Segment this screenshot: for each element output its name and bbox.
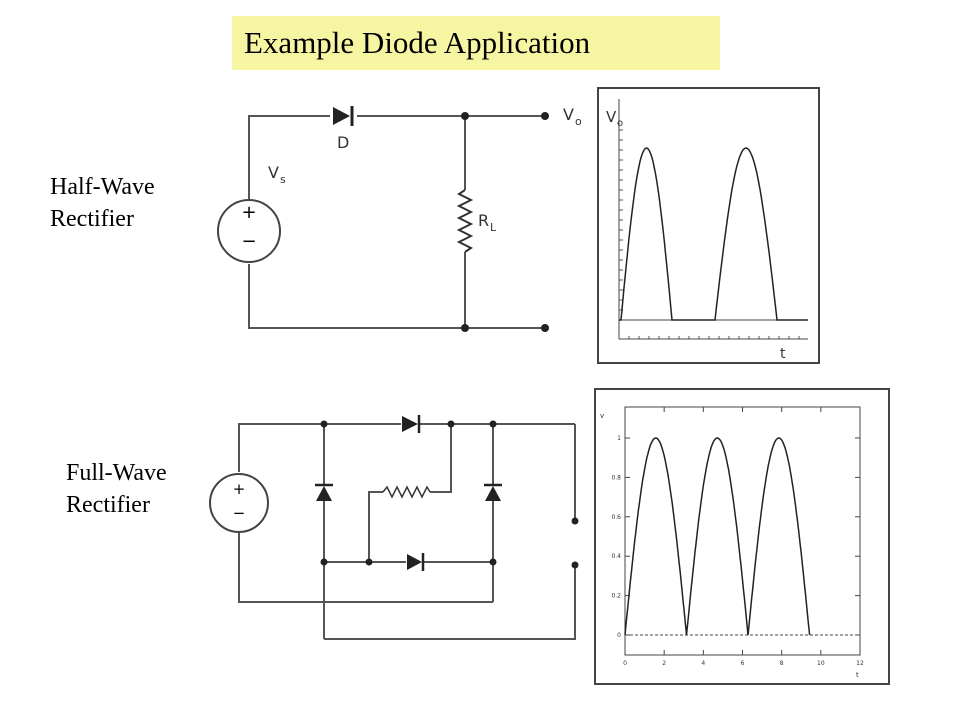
output-subscript: o: [575, 115, 582, 128]
y-tick-label: 0.8: [611, 474, 621, 481]
half-wave-label: Half-Wave Rectifier: [50, 171, 155, 235]
x-tick-label: 4: [701, 660, 705, 667]
y-tick-label: 0.4: [611, 553, 621, 560]
full-wave-x-tick-labels: 0 2 4 6 8 10 12: [623, 660, 864, 667]
half-wave-output-curve: [619, 147, 808, 321]
wire: [238, 533, 493, 603]
junction-dot: [461, 324, 469, 332]
diode-icon: [407, 554, 422, 570]
half-wave-label-line2: Rectifier: [50, 206, 134, 232]
half-wave-tick-marks: [619, 129, 800, 339]
fw-plot-y-label: v: [600, 412, 604, 420]
wire: [324, 565, 576, 640]
source-minus: −: [233, 504, 246, 522]
resistor-subscript: L: [490, 221, 497, 234]
full-wave-y-tick-labels: 0 0.2 0.4 0.6 0.8 1: [611, 435, 621, 639]
junction-dot: [447, 420, 455, 428]
junction-dot: [320, 420, 328, 428]
full-wave-label-line1: Full-Wave: [66, 460, 167, 486]
full-wave-label-line2: Rectifier: [66, 492, 150, 518]
full-wave-output-curve: [624, 437, 811, 636]
plot-y-subscript: o: [617, 118, 623, 129]
wire: [248, 264, 545, 329]
source-label: V: [268, 163, 279, 182]
full-wave-tick-marks: [624, 407, 861, 655]
resistor-label: R: [478, 211, 489, 230]
diode-icon: [316, 486, 332, 501]
x-tick-label: 6: [741, 660, 745, 667]
half-wave-circuit: [248, 115, 545, 329]
output-terminal: [541, 324, 549, 332]
full-wave-plot-frame: [594, 388, 890, 685]
wire: [368, 491, 383, 562]
fw-plot-x-label: t: [856, 671, 859, 679]
resistor-icon: [456, 189, 474, 253]
diode-icon: [485, 486, 501, 501]
y-tick-label: 0.6: [611, 514, 621, 521]
junction-dot: [365, 558, 373, 566]
junction-dots: [320, 420, 579, 569]
source-subscript: s: [280, 173, 286, 186]
x-tick-label: 2: [662, 660, 666, 667]
output-terminal: [571, 517, 579, 525]
plot-x-label: t: [780, 346, 786, 362]
full-wave-circuit: [238, 423, 576, 640]
x-tick-label: 12: [856, 660, 864, 667]
output-terminal: [541, 112, 549, 120]
load-resistor-icon: [382, 485, 431, 499]
title-banner: Example Diode Application: [232, 16, 720, 70]
x-tick-label: 10: [817, 660, 825, 667]
voltage-source-icon: [217, 199, 281, 263]
junction-dot: [461, 112, 469, 120]
wire: [430, 424, 452, 493]
output-terminal: [571, 561, 579, 569]
x-tick-label: 8: [780, 660, 784, 667]
half-wave-plot-frame: [597, 87, 820, 364]
source-plus: +: [233, 480, 246, 498]
plot-y-label: V: [606, 108, 617, 126]
page-title: Example Diode Application: [244, 25, 591, 60]
wire: [238, 423, 401, 472]
diode-icon: [402, 416, 418, 432]
source-minus: −: [241, 231, 256, 252]
junction-dot: [320, 558, 328, 566]
y-tick-label: 0.2: [611, 593, 621, 600]
y-tick-label: 1: [617, 435, 621, 442]
diode-icon: [333, 107, 350, 125]
y-tick-label: 0: [617, 632, 621, 639]
diode-label: D: [337, 133, 349, 152]
voltage-source-icon: [209, 473, 269, 533]
x-tick-label: 0: [623, 660, 627, 667]
source-plus: +: [241, 202, 256, 223]
wire: [248, 115, 330, 199]
half-wave-label-line1: Half-Wave: [50, 174, 155, 200]
junction-dot: [489, 420, 497, 428]
junction-dot: [489, 558, 497, 566]
output-label: V: [563, 105, 574, 124]
full-wave-label: Full-Wave Rectifier: [66, 457, 167, 521]
